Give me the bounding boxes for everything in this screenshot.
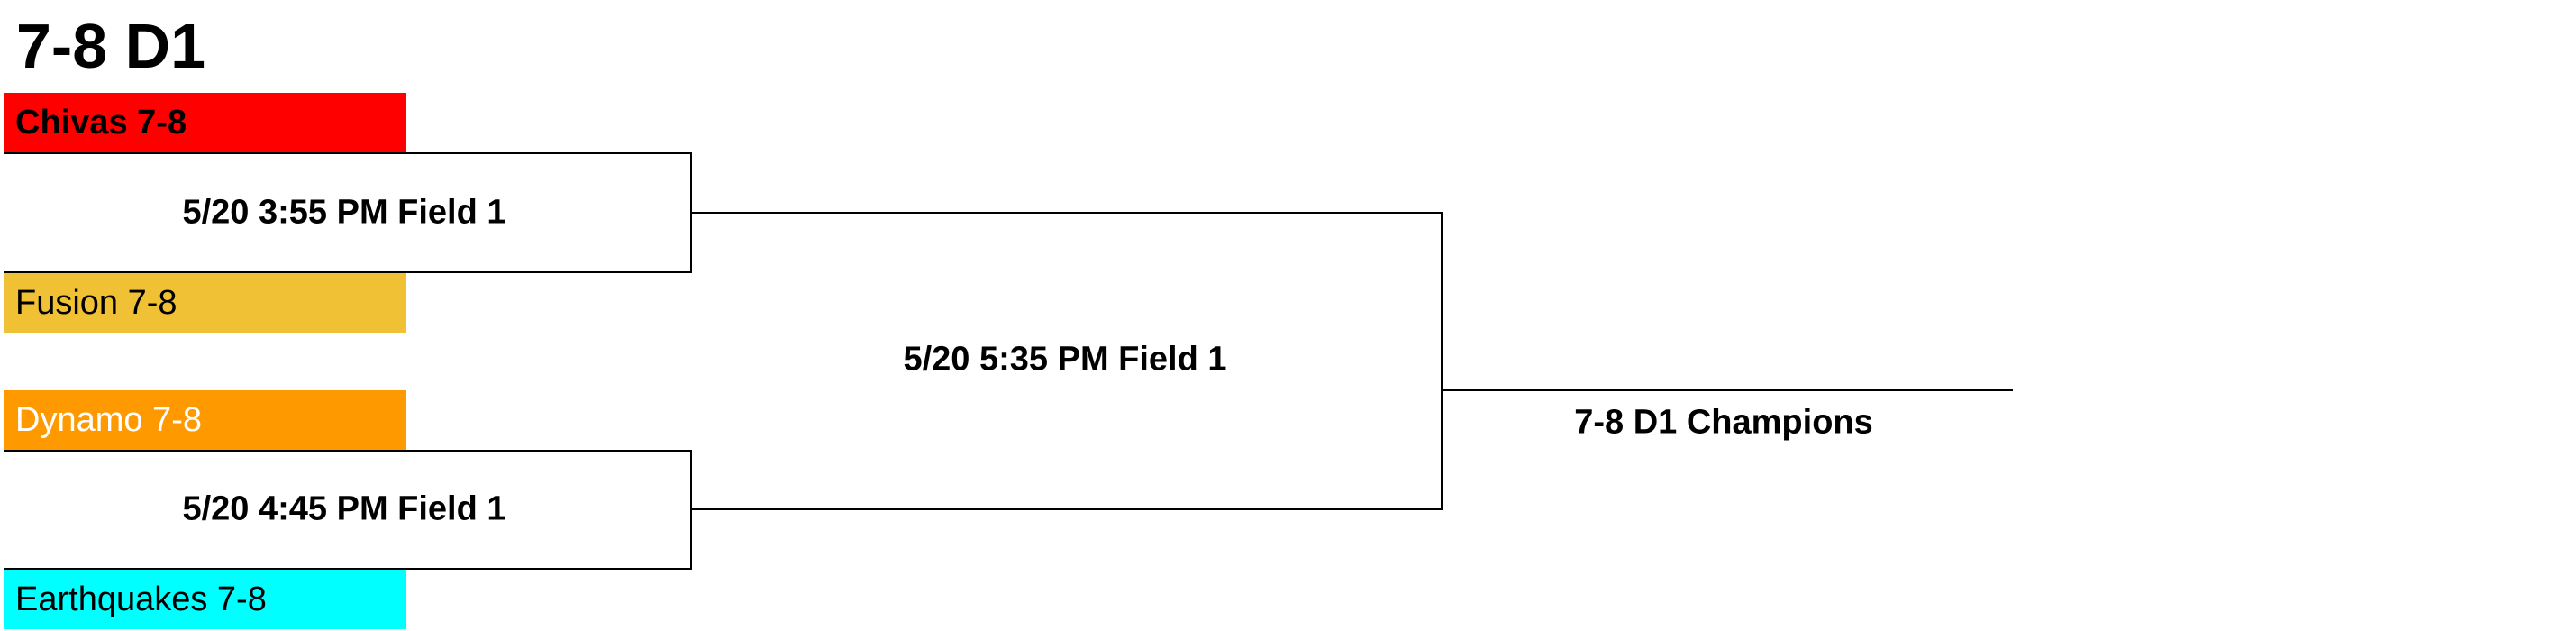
game2-bottom-line <box>4 568 692 570</box>
team-slot-dynamo: Dynamo 7-8 <box>4 390 406 450</box>
champion-label: 7-8 D1 Champions <box>1574 403 1873 442</box>
game2-top-line <box>4 450 692 452</box>
team-slot-fusion: Fusion 7-8 <box>4 273 406 333</box>
team-slot-earthquakes: Earthquakes 7-8 <box>4 570 406 629</box>
game2-output-line <box>690 508 1443 510</box>
final-vertical-line <box>1441 212 1443 510</box>
final-game-label: 5/20 5:35 PM Field 1 <box>903 340 1227 379</box>
game1-top-line <box>4 152 692 154</box>
game1-bottom-line <box>4 271 692 273</box>
bracket-title: 7-8 D1 <box>16 11 206 81</box>
game2-label: 5/20 4:45 PM Field 1 <box>182 489 506 528</box>
team-slot-chivas: Chivas 7-8 <box>4 93 406 152</box>
game1-output-line <box>690 212 1443 214</box>
game1-label: 5/20 3:55 PM Field 1 <box>182 193 506 232</box>
champion-line <box>1441 389 2013 391</box>
